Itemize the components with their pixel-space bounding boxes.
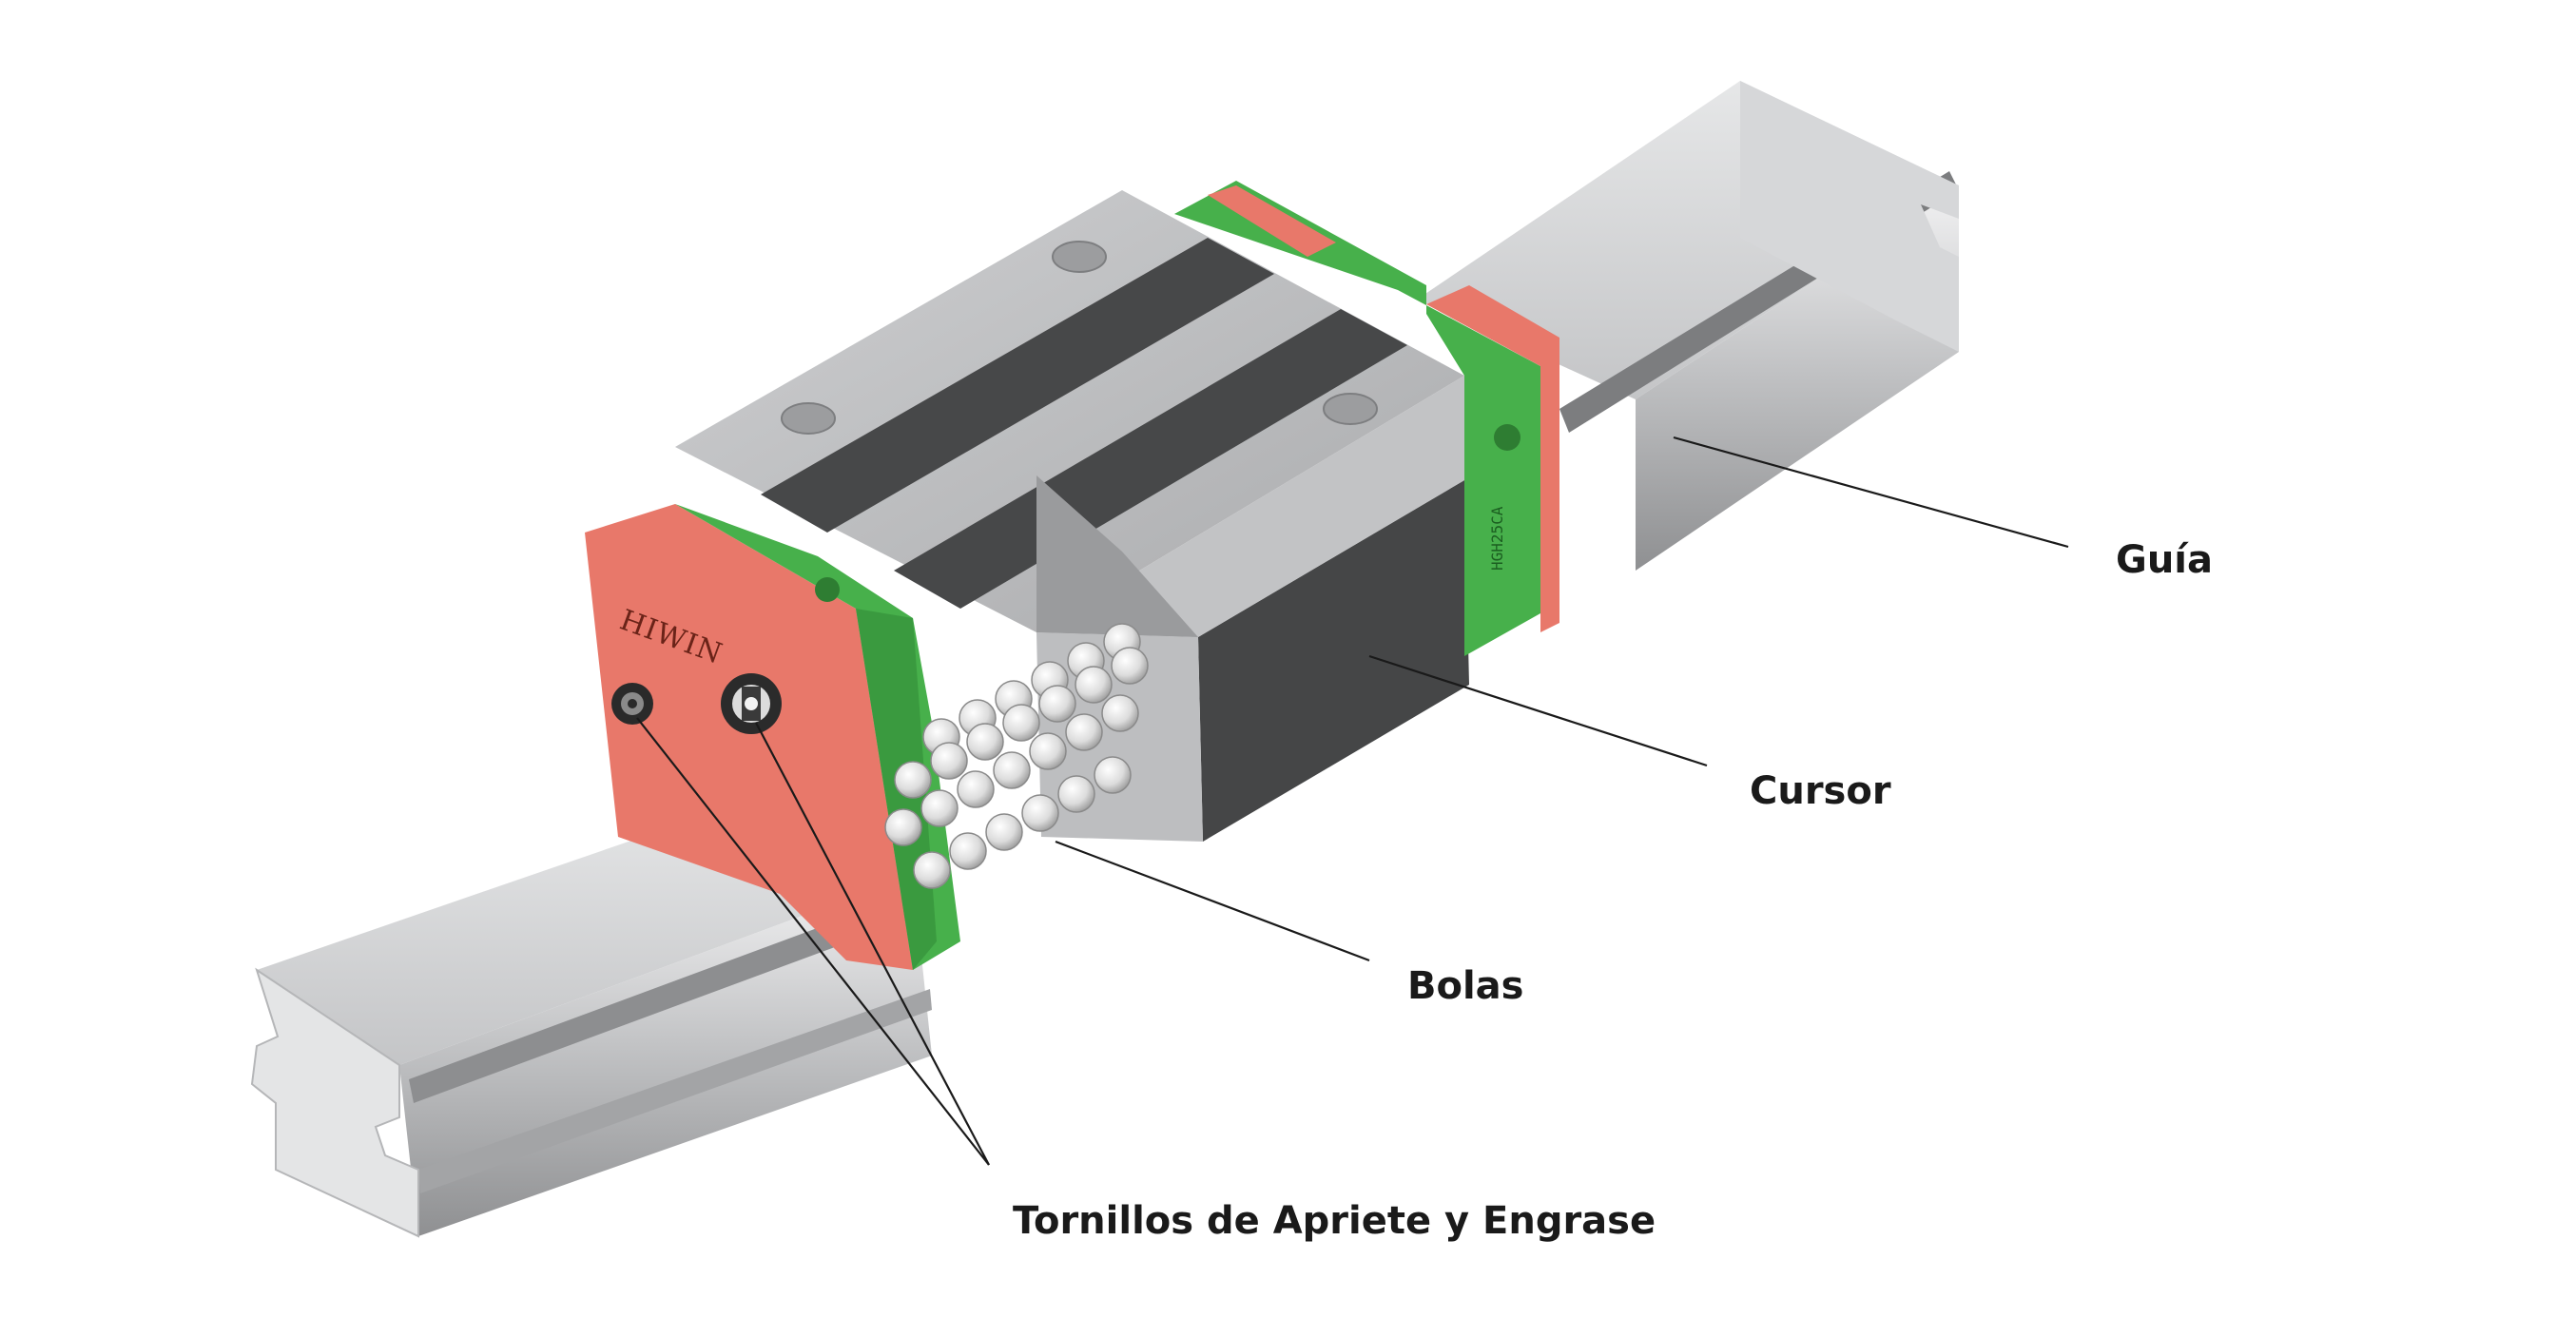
grease-nipple <box>721 673 782 734</box>
rail-groove-front <box>409 889 927 1103</box>
ball-8 <box>966 723 1004 761</box>
ball-20 <box>913 851 951 889</box>
mount-hole-3 <box>1323 393 1378 425</box>
ball-13 <box>884 808 922 846</box>
ball-15 <box>957 770 995 808</box>
tightening-screw <box>611 683 653 725</box>
block-top-band-1 <box>761 238 1274 533</box>
end-cap-front <box>585 504 913 970</box>
ball-23 <box>1021 794 1059 832</box>
mount-hole-2 <box>781 402 836 435</box>
block-cutaway-wedge <box>1036 475 1198 637</box>
seal-back <box>1174 181 1540 656</box>
label-cursor: Cursor <box>1750 769 1891 813</box>
ball-25 <box>1094 756 1132 794</box>
ball-19 <box>1101 694 1139 732</box>
balls-group <box>884 623 1149 889</box>
leader-tornillo-2 <box>755 722 990 1166</box>
leader-tornillo-1 <box>636 717 990 1166</box>
grease-port-back <box>1494 424 1520 451</box>
end-cap-back <box>1208 185 1336 257</box>
ball-18 <box>1065 713 1103 751</box>
grease-port-front <box>815 577 840 602</box>
screws <box>611 673 782 734</box>
ball-22 <box>985 813 1023 851</box>
block-top-face <box>675 190 1464 632</box>
ball-14 <box>920 789 959 827</box>
leader-cursor <box>1368 654 1708 767</box>
block-side-top-strip <box>1036 376 1464 637</box>
ball-21 <box>949 832 987 870</box>
leader-guia <box>1673 436 2069 549</box>
leader-lines <box>636 436 2069 1166</box>
ball-16 <box>993 751 1031 789</box>
model-marking: HGH25CA <box>1488 506 1506 571</box>
mount-hole-1 <box>1052 241 1107 273</box>
ball-11 <box>1075 666 1113 704</box>
ball-6 <box>894 761 932 799</box>
ball-17 <box>1029 732 1067 770</box>
block-top-band-2 <box>894 309 1407 609</box>
rail-groove-front-2 <box>418 989 932 1193</box>
ball-7 <box>930 742 968 780</box>
end-cap-back-side <box>1426 285 1559 632</box>
cursor-block: HGH25CA HIWIN <box>585 181 1559 970</box>
rail-end-profile <box>250 967 419 1238</box>
label-tornillos: Tornillos de Apriete y Engrase <box>1013 1199 1656 1243</box>
ball-24 <box>1057 775 1095 813</box>
label-bolas: Bolas <box>1407 964 1523 1008</box>
ball-9 <box>1002 704 1040 742</box>
label-guia: Guía <box>2116 538 2213 582</box>
ball-10 <box>1038 685 1076 723</box>
block-side-face <box>1198 480 1469 842</box>
rail-end-back <box>1740 81 1959 352</box>
leader-bolas <box>1055 840 1370 962</box>
ball-12 <box>1111 647 1149 685</box>
